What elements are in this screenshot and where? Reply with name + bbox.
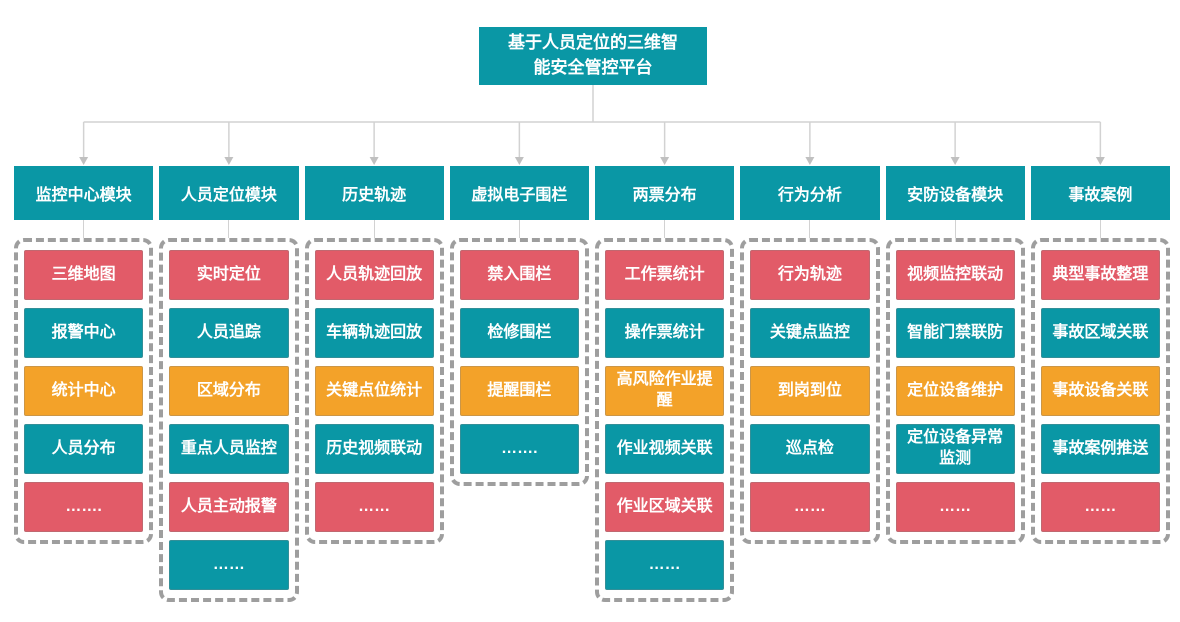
- module-column: 事故案例典型事故整理事故区域关联事故设备关联事故案例推送 ……: [1030, 166, 1170, 544]
- root-node: 基于人员定位的三维智 能安全管控平台: [479, 27, 707, 85]
- feature-item: 统计中心: [24, 366, 144, 416]
- header-to-box-connector: [809, 220, 811, 238]
- feature-item: 作业视频关联: [605, 424, 725, 474]
- feature-item: 典型事故整理: [1040, 250, 1160, 300]
- header-to-box-connector: [1099, 220, 1101, 238]
- feature-item: 检修围栏: [459, 308, 579, 358]
- feature-item: …….: [459, 424, 579, 474]
- feature-item: 实时定位: [169, 250, 289, 300]
- feature-item: 区域分布: [169, 366, 289, 416]
- module-column: 监控中心模块三维地图报警中心统计中心人员分布 …….: [14, 166, 154, 544]
- feature-item: 人员轨迹回放: [314, 250, 434, 300]
- feature-item: ……: [895, 482, 1015, 532]
- module-column: 安防设备模块视频监控联动智能门禁联防定位设备维护定位设备异常监测 ……: [885, 166, 1025, 544]
- module-header: 历史轨迹: [304, 166, 444, 220]
- feature-item: 到岗到位: [750, 366, 870, 416]
- root-node-label-line1: 基于人员定位的三维智: [508, 33, 678, 53]
- feature-item: ……: [750, 482, 870, 532]
- feature-item: 历史视频联动: [314, 424, 434, 474]
- header-to-box-connector: [664, 220, 666, 238]
- feature-item: ……: [169, 540, 289, 590]
- header-to-box-connector: [228, 220, 230, 238]
- feature-item: 提醒围栏: [459, 366, 579, 416]
- module-column: 两票分布工作票统计操作票统计高风险作业提醒作业视频关联作业区域关联 ……: [595, 166, 735, 602]
- header-to-box-connector: [518, 220, 520, 238]
- feature-item: 高风险作业提醒: [605, 366, 725, 416]
- module-column: 人员定位模块实时定位人员追踪区域分布重点人员监控人员主动报警 ……: [159, 166, 299, 602]
- module-header: 行为分析: [740, 166, 880, 220]
- feature-item: 重点人员监控: [169, 424, 289, 474]
- feature-item: 车辆轨迹回放: [314, 308, 434, 358]
- feature-item: …….: [24, 482, 144, 532]
- feature-item: ……: [605, 540, 725, 590]
- feature-item: 定位设备维护: [895, 366, 1015, 416]
- module-header: 两票分布: [595, 166, 735, 220]
- module-header: 事故案例: [1030, 166, 1170, 220]
- feature-item: 人员主动报警: [169, 482, 289, 532]
- feature-group: 人员轨迹回放车辆轨迹回放关键点位统计历史视频联动 ……: [304, 238, 444, 544]
- feature-item: 操作票统计: [605, 308, 725, 358]
- feature-item: 定位设备异常监测: [895, 424, 1015, 474]
- feature-group: 工作票统计操作票统计高风险作业提醒作业视频关联作业区域关联 ……: [595, 238, 735, 602]
- module-columns: 监控中心模块三维地图报警中心统计中心人员分布 ……. 人员定位模块实时定位人员追踪区…: [14, 166, 1170, 602]
- feature-item: 巡点检: [750, 424, 870, 474]
- module-column: 历史轨迹人员轨迹回放车辆轨迹回放关键点位统计历史视频联动 ……: [304, 166, 444, 544]
- feature-group: 视频监控联动智能门禁联防定位设备维护定位设备异常监测 ……: [885, 238, 1025, 544]
- feature-item: ……: [314, 482, 434, 532]
- feature-item: 视频监控联动: [895, 250, 1015, 300]
- module-header: 人员定位模块: [159, 166, 299, 220]
- header-to-box-connector: [954, 220, 956, 238]
- feature-item: 作业区域关联: [605, 482, 725, 532]
- feature-group: 实时定位人员追踪区域分布重点人员监控人员主动报警 ……: [159, 238, 299, 602]
- feature-item: 事故案例推送: [1040, 424, 1160, 474]
- feature-item: 智能门禁联防: [895, 308, 1015, 358]
- header-to-box-connector: [373, 220, 375, 238]
- feature-item: 事故设备关联: [1040, 366, 1160, 416]
- feature-item: ……: [1040, 482, 1160, 532]
- module-header: 安防设备模块: [885, 166, 1025, 220]
- module-column: 行为分析行为轨迹关键点监控到岗到位巡点检 ……: [740, 166, 880, 544]
- feature-group: 禁入围栏检修围栏提醒围栏 …….: [449, 238, 589, 486]
- feature-group: 三维地图报警中心统计中心人员分布 …….: [14, 238, 154, 544]
- root-node-label-line2: 能安全管控平台: [533, 58, 653, 77]
- module-header: 监控中心模块: [14, 166, 154, 220]
- feature-item: 工作票统计: [605, 250, 725, 300]
- feature-item: 人员追踪: [169, 308, 289, 358]
- header-to-box-connector: [83, 220, 85, 238]
- feature-item: 关键点位统计: [314, 366, 434, 416]
- feature-item: 行为轨迹: [750, 250, 870, 300]
- module-header: 虚拟电子围栏: [449, 166, 589, 220]
- feature-item: 报警中心: [24, 308, 144, 358]
- feature-item: 人员分布: [24, 424, 144, 474]
- feature-group: 行为轨迹关键点监控到岗到位巡点检 ……: [740, 238, 880, 544]
- feature-item: 事故区域关联: [1040, 308, 1160, 358]
- module-column: 虚拟电子围栏禁入围栏检修围栏提醒围栏 …….: [449, 166, 589, 486]
- feature-group: 典型事故整理事故区域关联事故设备关联事故案例推送 ……: [1030, 238, 1170, 544]
- feature-item: 关键点监控: [750, 308, 870, 358]
- feature-item: 三维地图: [24, 250, 144, 300]
- feature-item: 禁入围栏: [459, 250, 579, 300]
